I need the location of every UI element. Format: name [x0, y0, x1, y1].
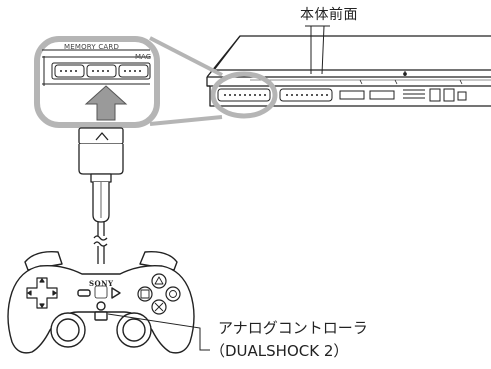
console-controller-port-1: [217, 88, 271, 102]
controller-leader-line: [107, 313, 210, 351]
controller-model-label: （DUALSHOCK 2）: [210, 342, 349, 360]
dpad: [26, 277, 58, 309]
sony-logo-text: SONY: [89, 279, 114, 288]
console-memory-slots: [339, 88, 467, 102]
controller-cable: [93, 222, 108, 264]
dualshock-controller: [7, 251, 195, 354]
face-buttons: [137, 273, 181, 315]
mag-label: MAG: [135, 53, 152, 61]
analog-sticks: [50, 312, 152, 348]
front-leader-lines: [305, 25, 330, 75]
console-controller-port-2: [279, 88, 333, 102]
insert-arrow: [84, 85, 128, 121]
controller-name-label: アナログコントローラ: [218, 319, 368, 337]
controller-plug: [78, 127, 124, 223]
console-front-label: 本体前面: [300, 7, 358, 23]
memory-card-label: MEMORY CARD: [64, 43, 120, 51]
magnify-callout: [34, 36, 278, 128]
